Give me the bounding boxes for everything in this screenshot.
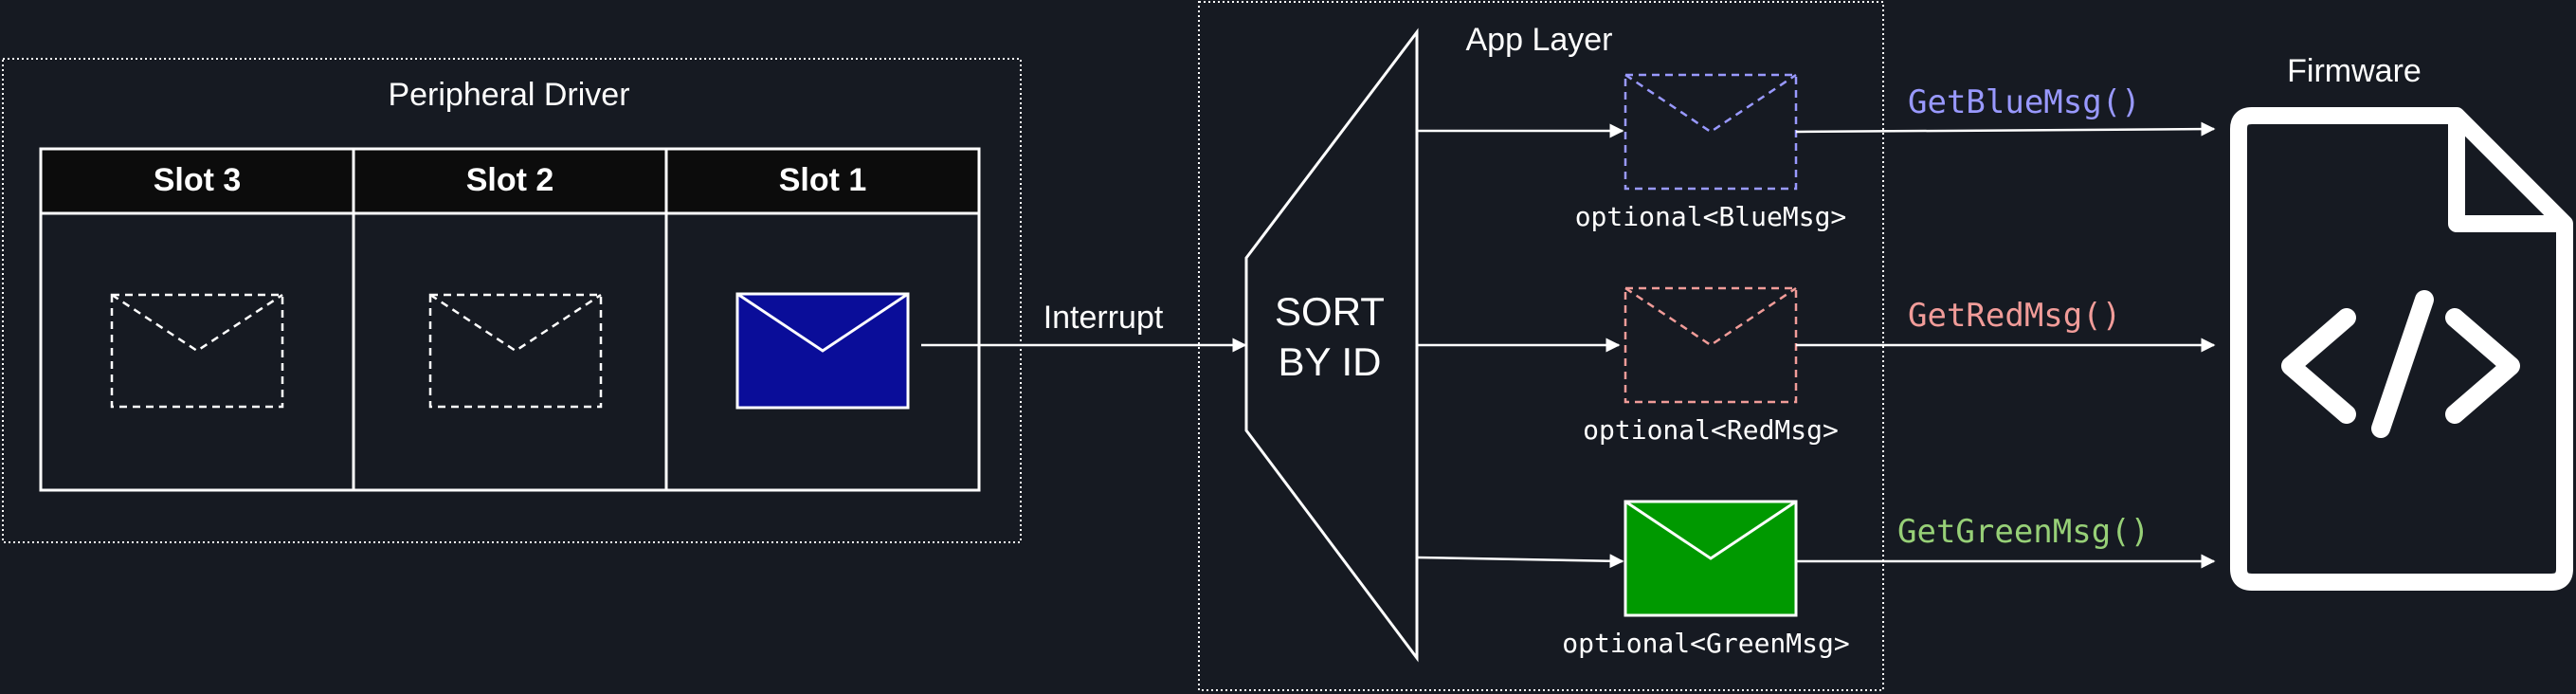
- green-message-envelope-icon: [1624, 500, 1798, 617]
- sorter-to-green-arrow: [1416, 554, 1624, 569]
- red-optional-label: optional<RedMsg>: [1583, 414, 1839, 446]
- sort-by-id-block: [1244, 27, 1419, 663]
- get-green-msg-label: GetGreenMsg(): [1897, 513, 2150, 551]
- app-layer-title: App Layer: [1466, 22, 1613, 58]
- slot-table-body: [39, 211, 981, 492]
- interrupt-label: Interrupt: [1043, 300, 1164, 336]
- slot-table-header: [39, 147, 981, 215]
- peripheral-driver-container: [2, 58, 1022, 543]
- firmware-title: Firmware: [2287, 53, 2422, 89]
- slot-1-header: Slot 1: [779, 162, 867, 198]
- slot-3-empty-envelope-icon: [110, 293, 284, 409]
- slot-1-message-envelope-icon: [735, 292, 910, 410]
- blue-empty-envelope-icon: [1624, 73, 1798, 191]
- slot-2-empty-envelope-icon: [428, 293, 603, 409]
- sort-label-line2: BY ID: [1279, 339, 1382, 384]
- peripheral-driver-title: Peripheral Driver: [388, 77, 629, 113]
- green-optional-label: optional<GreenMsg>: [1562, 628, 1849, 659]
- blue-optional-label: optional<BlueMsg>: [1575, 201, 1847, 232]
- get-red-msg-label: GetRedMsg(): [1908, 297, 2121, 335]
- slot-2-header: Slot 2: [466, 162, 554, 198]
- code-file-icon: [2230, 107, 2573, 591]
- red-empty-envelope-icon: [1624, 286, 1798, 404]
- peripheral-driver: Peripheral Driver Slot 3 Slot 2 Slot 1: [2, 58, 1022, 543]
- get-blue-msg-arrow: [1795, 121, 2216, 137]
- slot-3-header: Slot 3: [154, 162, 242, 198]
- app-layer: App Layer SORT BY ID optional<BlueMsg> o…: [1198, 1, 1884, 691]
- sort-label-line1: SORT: [1275, 289, 1385, 334]
- get-blue-msg-label: GetBlueMsg(): [1908, 83, 2141, 121]
